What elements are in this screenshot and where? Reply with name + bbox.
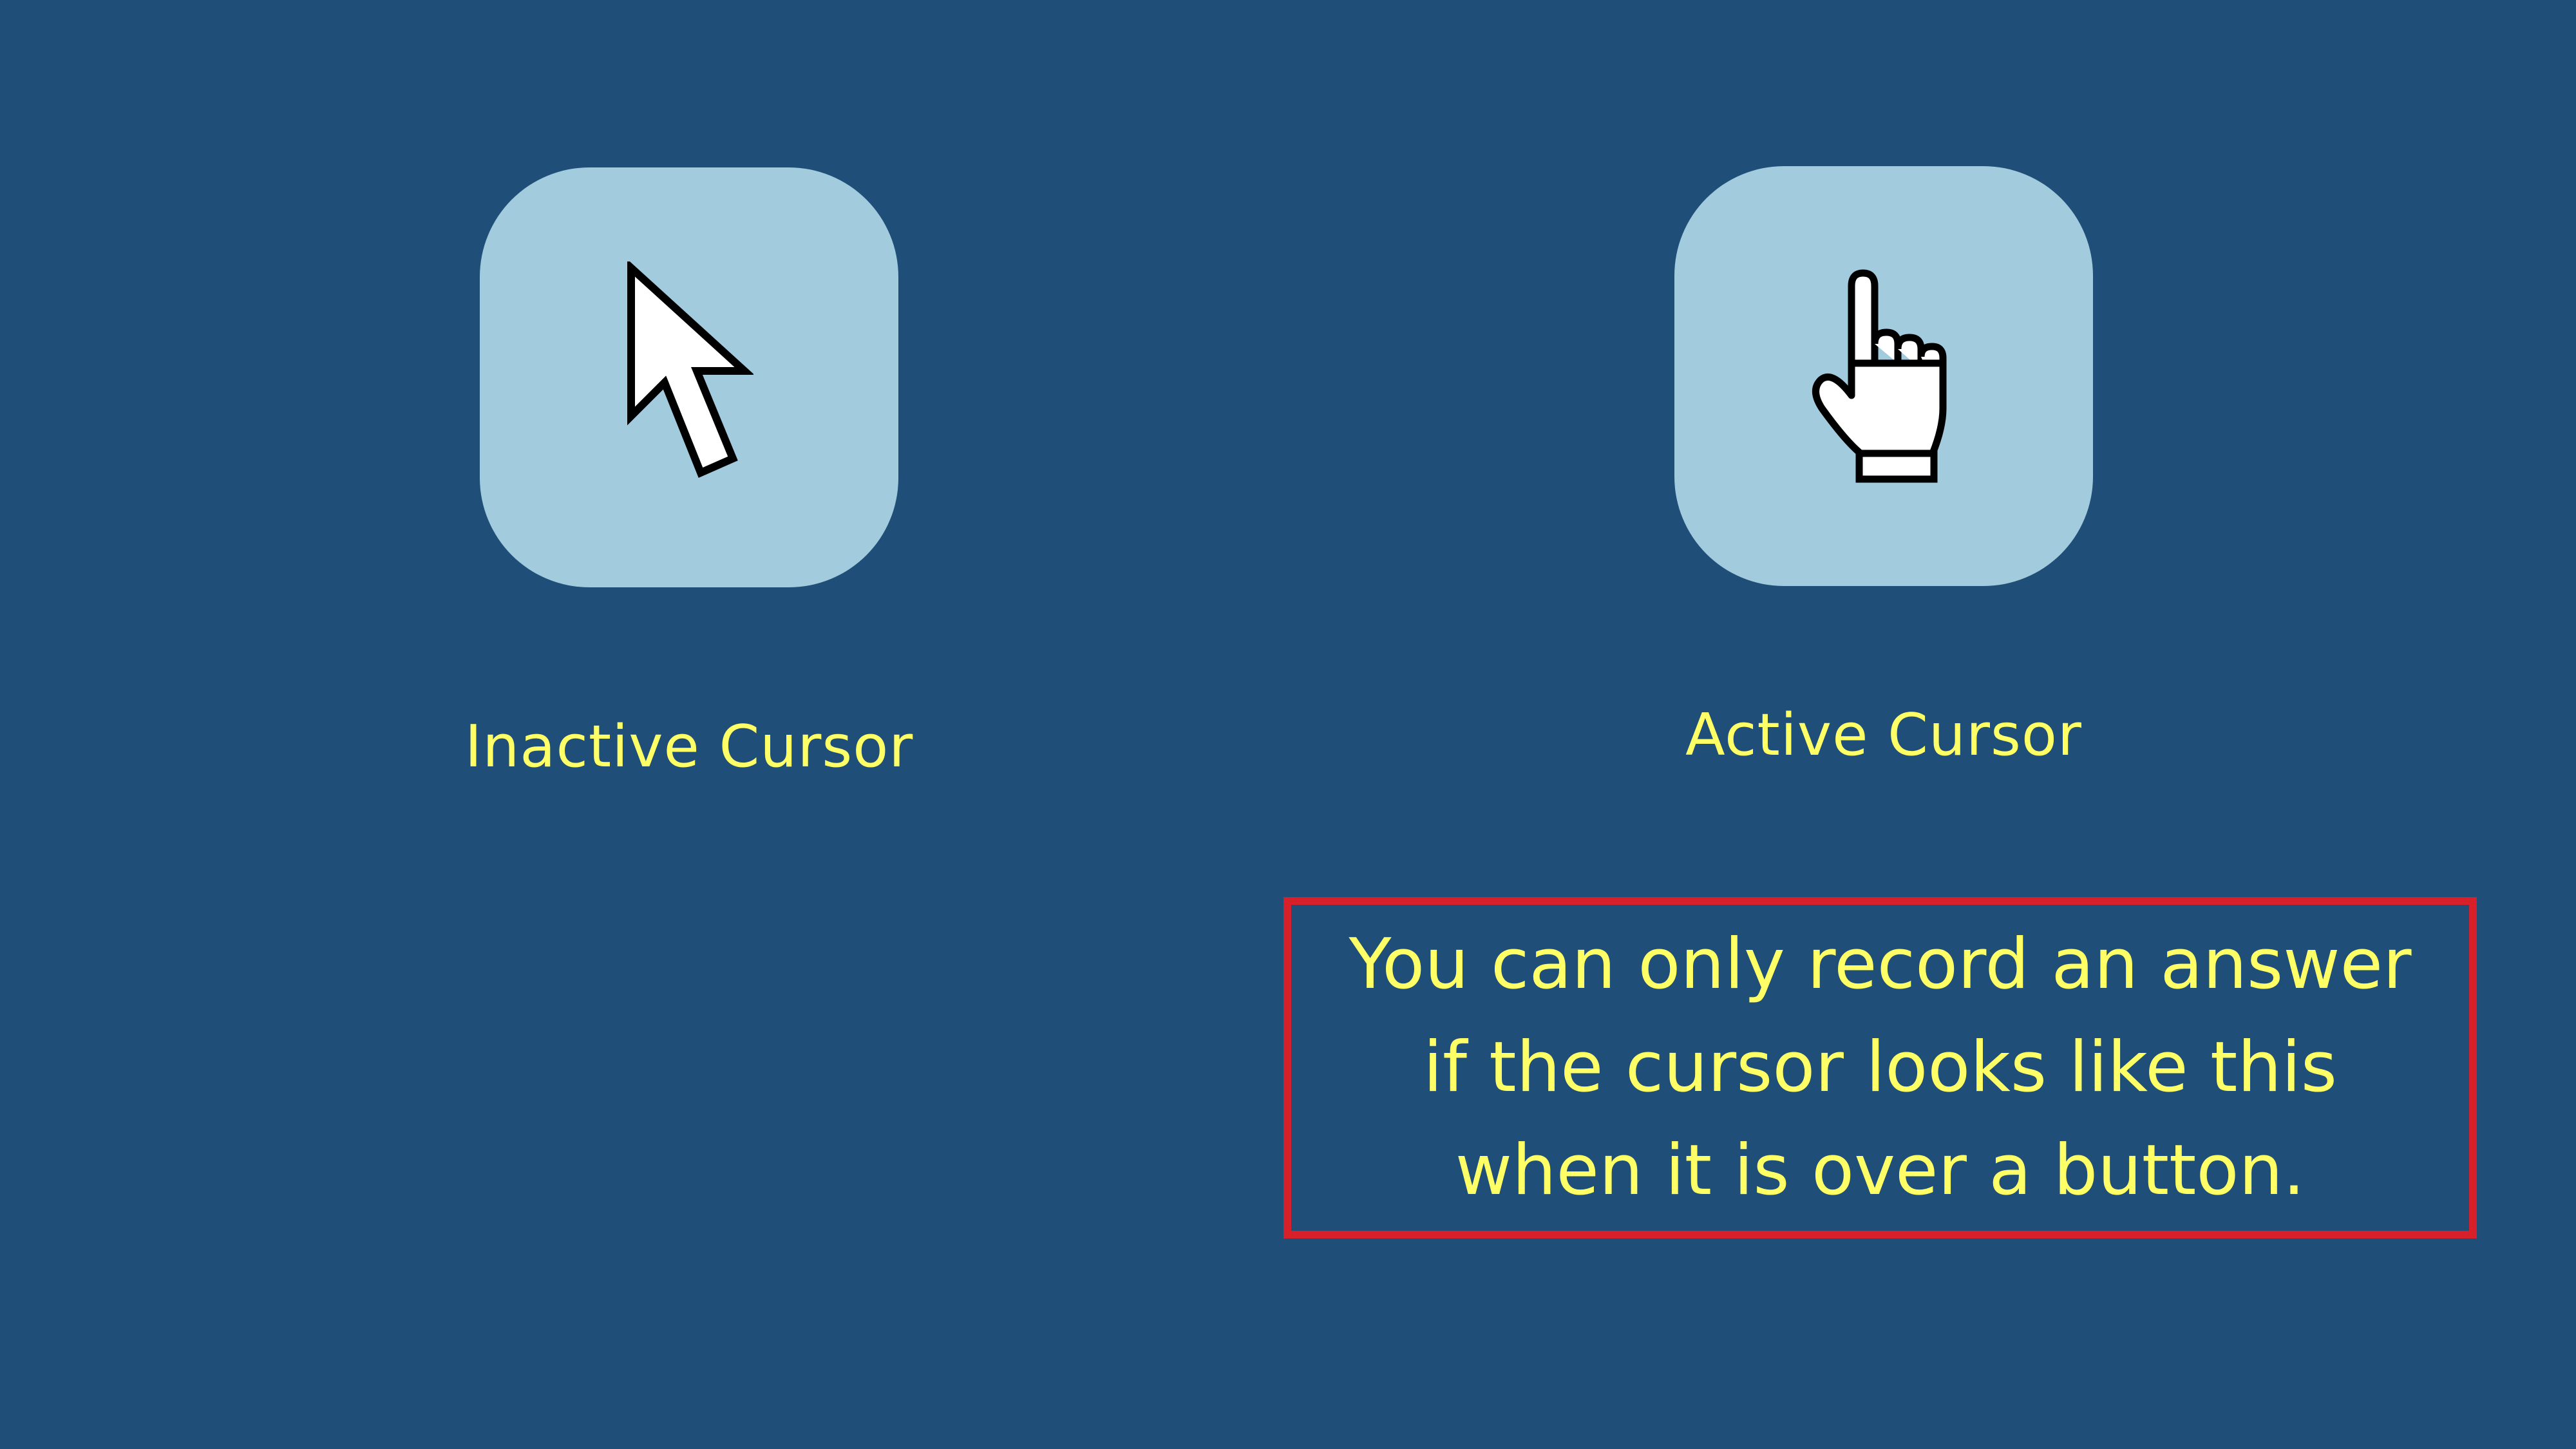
instruction-note-box: You can only record an answer if the cur… bbox=[1283, 897, 2477, 1238]
inactive-cursor-tile bbox=[480, 167, 898, 587]
inactive-cursor-label: Inactive Cursor bbox=[464, 713, 914, 781]
arrow-pointer-icon bbox=[627, 261, 753, 478]
note-line: when it is over a button. bbox=[1455, 1130, 2306, 1211]
note-line: You can only record an answer bbox=[1349, 924, 2412, 1005]
note-line: if the cursor looks like this bbox=[1423, 1027, 2338, 1108]
instruction-note-text: You can only record an answer if the cur… bbox=[1301, 913, 2460, 1222]
hand-pointer-icon bbox=[1812, 269, 1947, 483]
active-cursor-tile bbox=[1674, 166, 2093, 586]
active-cursor-label: Active Cursor bbox=[1685, 701, 2082, 769]
